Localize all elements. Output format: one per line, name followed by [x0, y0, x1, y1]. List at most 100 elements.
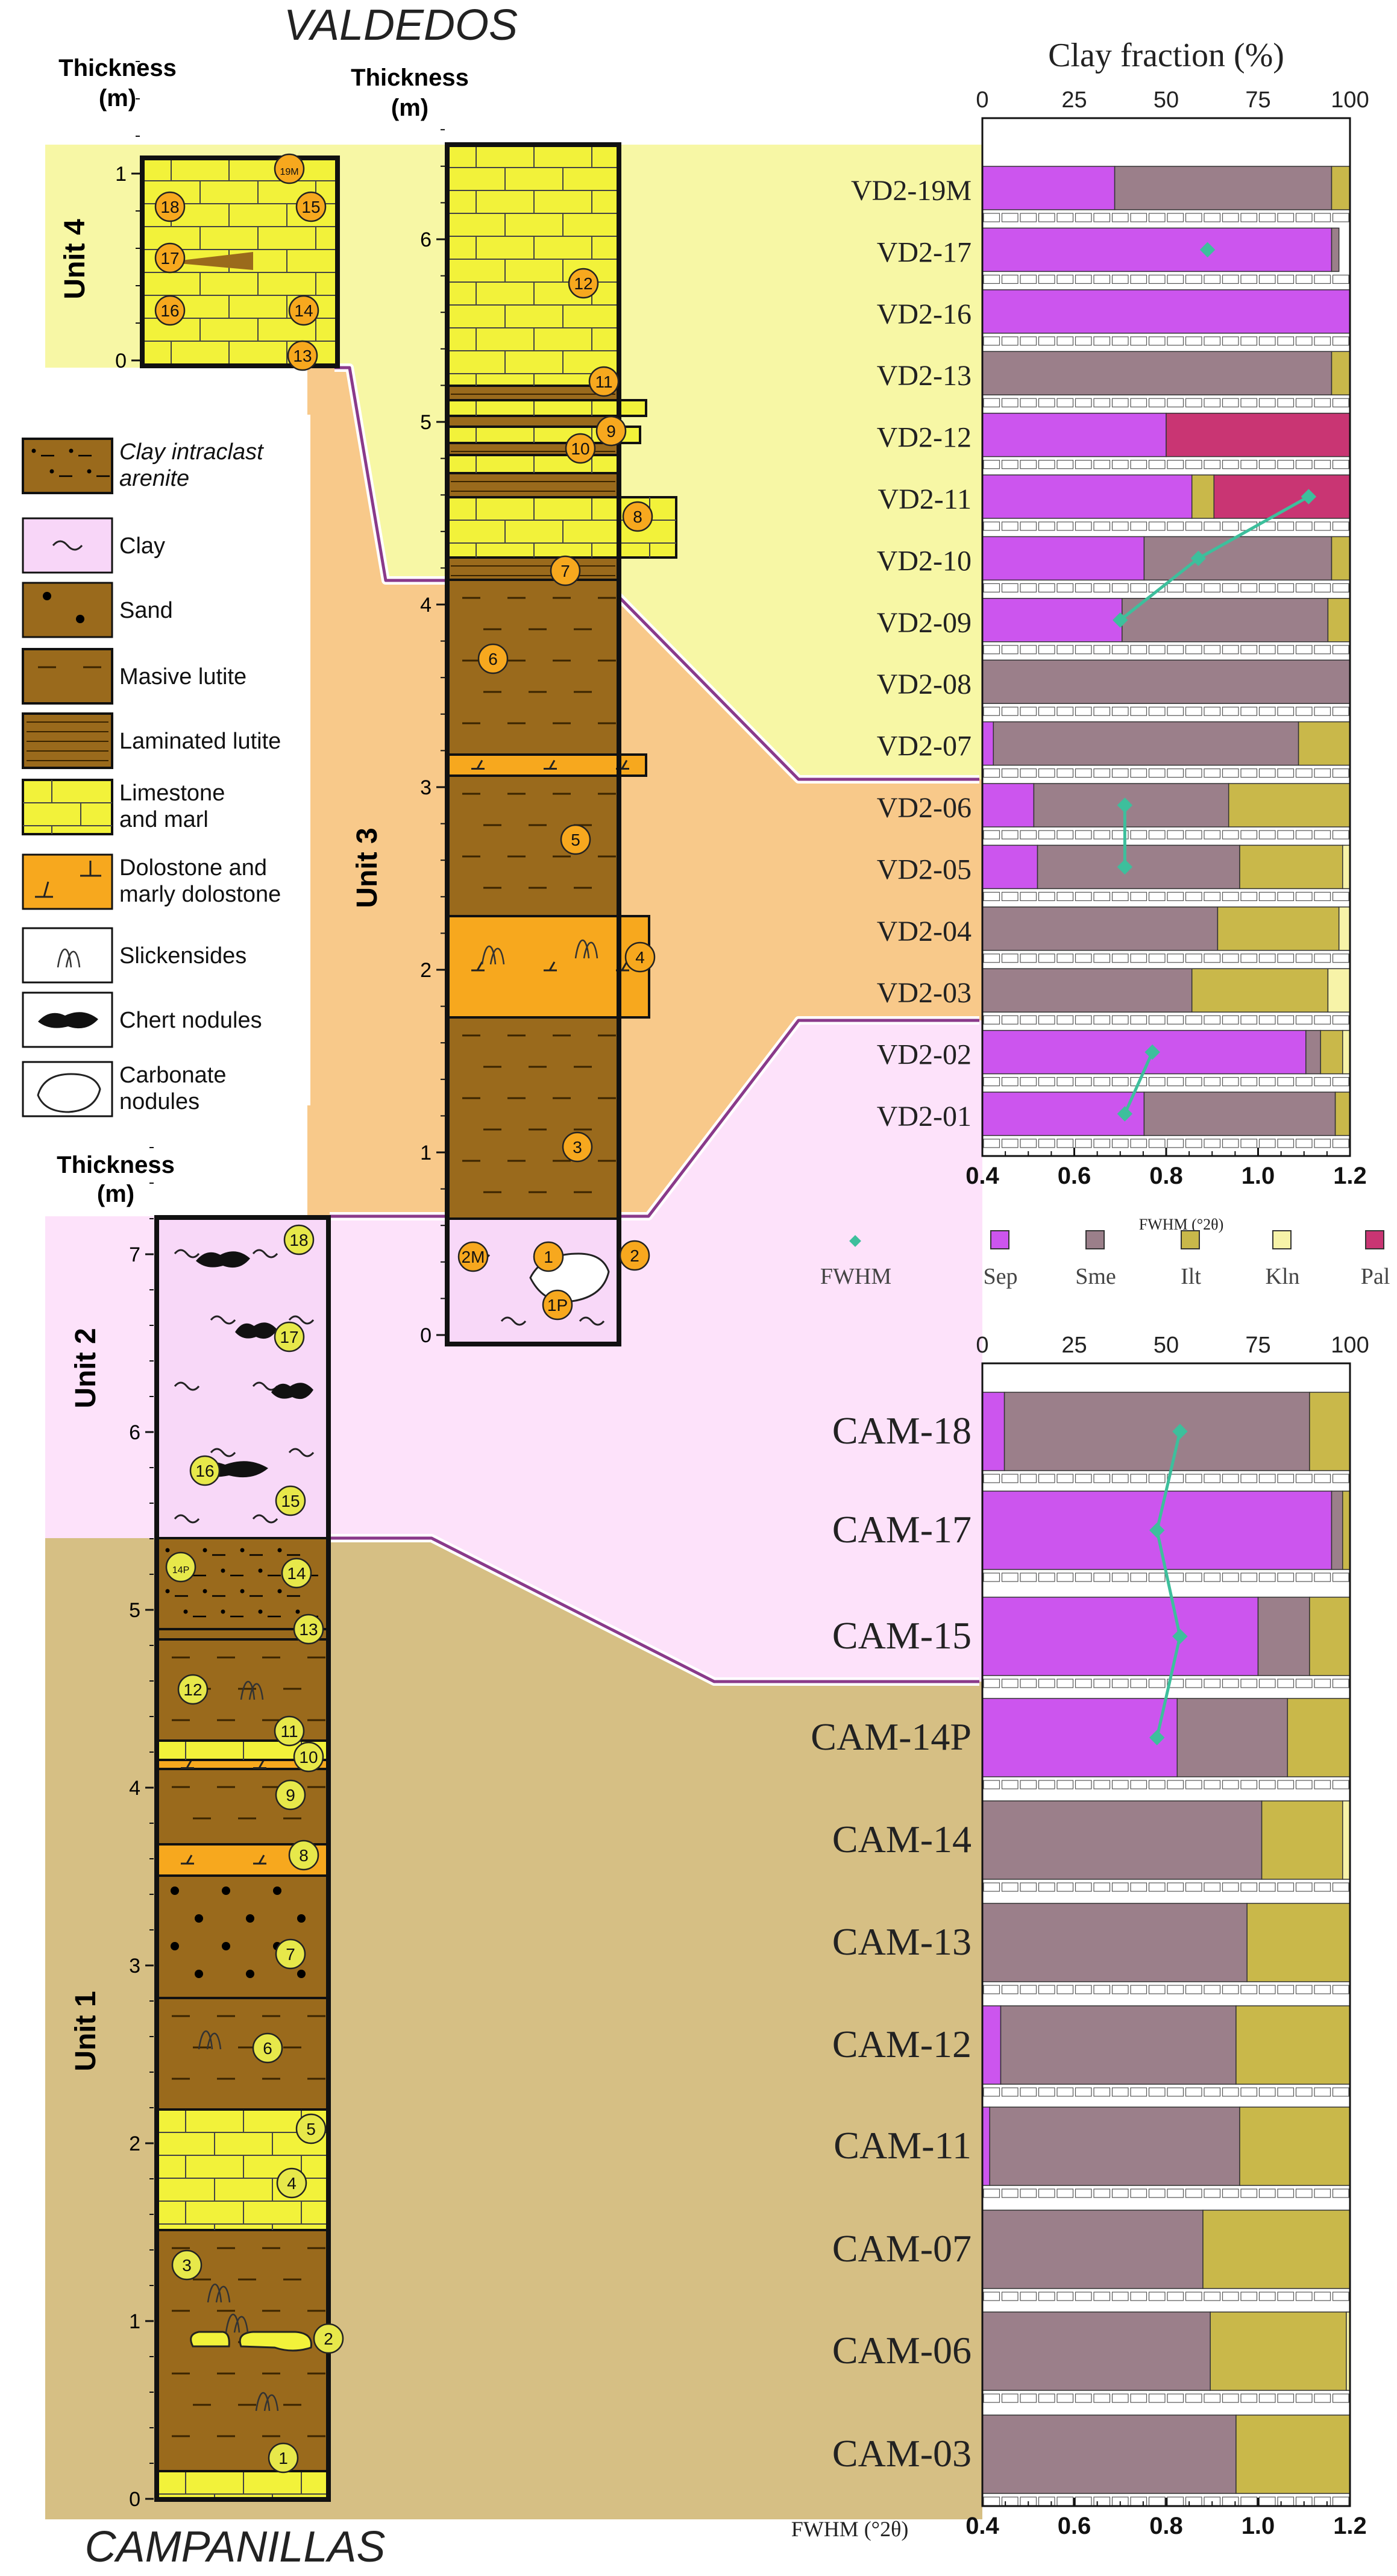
bottom-chart-separator-cell: [1332, 2087, 1349, 2097]
bottom-chart-separator-cell: [1277, 1985, 1295, 1994]
top-chart-separator-cell: [1001, 459, 1019, 470]
camp-sample-7-circle: [275, 1938, 306, 1970]
legend-label-line: Masive lutite: [119, 664, 246, 690]
bottom-chart-separator-cell: [1075, 2087, 1092, 2097]
unit4-sample-16-circle: [154, 295, 186, 326]
top-chart-separator-cell: [1258, 645, 1276, 655]
camp-sample-7-label: 7: [286, 1945, 295, 1964]
top-chart-separator-cell: [1258, 336, 1276, 346]
top-chart-category-label: VD2-12: [877, 422, 972, 454]
camp-arenite-14-dot: [295, 1609, 300, 1614]
camp-sample-10-label: 10: [299, 1748, 318, 1767]
bottom-chart-separator-cell: [1001, 1572, 1019, 1582]
bottom-chart-separator-cell: [1185, 1474, 1202, 1483]
bottom-chart-separator-cell: [1332, 1882, 1349, 1892]
vald-sample-7-label: 7: [560, 562, 570, 580]
unit4-sample-14-label: 14: [294, 301, 313, 320]
bottom-chart-separator-cell: [1167, 1474, 1184, 1483]
top-chart-separator-cell: [1056, 1076, 1074, 1087]
legend-swatch-limestone: [22, 779, 113, 835]
bottom-chart-separator-cell: [1240, 2188, 1258, 2198]
camp-sample-11-label: 11: [280, 1722, 298, 1741]
bottom-chart-separator-cell: [1332, 2188, 1349, 2198]
camp-sand-7-grain: [195, 1970, 203, 1978]
bottom-chart-separator-cell: [1332, 1985, 1349, 1994]
legend-label-clay: Clay: [119, 533, 165, 559]
top-chart-separator-cell: [1258, 706, 1276, 716]
bottom-chart-separator-cell: [1056, 1474, 1074, 1483]
top-chart-separator-cell: [1314, 891, 1331, 902]
vald-sample-9-circle: [595, 415, 627, 447]
unit4-sample-15: 15: [295, 191, 327, 222]
top-chart-separator-cell: [1314, 336, 1331, 346]
camp-sample-4-circle: [276, 2167, 307, 2199]
bottom-chart-separator-cell: [1093, 2188, 1111, 2198]
camp-sample-16-label: 16: [195, 1462, 214, 1480]
top-chart-separator-cell: [1111, 768, 1129, 778]
top-chart-separator-cell: [1185, 459, 1202, 470]
bottom-chart-separator-cell: [1240, 1780, 1258, 1789]
top-chart-separator-cell: [1314, 274, 1331, 284]
bottom-chart-separator-cell: [1222, 2188, 1239, 2198]
camp-lutite-6-fill: [155, 1997, 330, 2111]
bottom-chart-separator-cell: [1038, 2496, 1055, 2506]
top-chart-separator-cell: [1130, 768, 1147, 778]
bottom-chart-separator-cell: [1148, 1985, 1166, 1994]
top-chart-separator-cell: [1148, 953, 1166, 963]
camp-sample-14-circle: [281, 1557, 312, 1589]
bottom-chart-separator-cell: [1056, 2292, 1074, 2301]
bottom-chart-separator-cell: [1148, 2393, 1166, 2403]
bottom-chart-separator-cell: [1185, 1780, 1202, 1789]
camp-sample-1-label: 1: [278, 2449, 288, 2468]
top-chart-separator-cell: [1093, 459, 1111, 470]
bottom-chart-separator-cell: [1148, 1780, 1166, 1789]
top-chart-separator-cell: [1167, 213, 1184, 222]
bottom-chart-separator-cell: [983, 2087, 1000, 2097]
top-chart-separator-cell: [1111, 583, 1129, 593]
camp-clay-unit2-wave: [288, 1315, 315, 1325]
top-chart-bar-Sme-VD2-17: [1331, 227, 1340, 272]
camp-sample-18: 18: [283, 1224, 315, 1255]
top-chart-separator-cell: [1314, 213, 1331, 222]
top-chart-separator-cell: [1038, 213, 1055, 222]
top-chart-separator-cell: [983, 706, 1000, 716]
valdedos-thickness-label: Thickness: [351, 64, 469, 91]
top-chart-separator-cell: [1222, 398, 1239, 407]
top-chart-separator-cell: [1222, 521, 1239, 531]
camp-sample-18-label: 18: [289, 1231, 308, 1249]
top-chart-separator-cell: [1075, 1139, 1092, 1148]
top-chart-separator-cell: [1240, 645, 1258, 655]
bottom-chart-separator-cell: [1332, 2393, 1349, 2403]
top-chart-separator-cell: [1111, 398, 1129, 407]
bottom-chart-separator-cell: [1222, 1474, 1239, 1483]
bottom-chart-separator-cell: [983, 2496, 1000, 2506]
top-chart-separator-cell: [1130, 645, 1147, 655]
bottom-chart-separator-cell: [1258, 1985, 1276, 1994]
mineral-legend-Sep-marker: [990, 1230, 1009, 1249]
vald-sample-3-label: 3: [573, 1138, 582, 1157]
vald-sample-9: 9: [595, 415, 627, 447]
top-chart-separator-cell: [1148, 213, 1166, 222]
top-chart-separator-cell: [1056, 459, 1074, 470]
top-chart-separator-cell: [1204, 706, 1221, 716]
top-chart-category-label: VD2-01: [877, 1101, 972, 1132]
top-chart-bar-Kln-VD2-04: [1338, 906, 1351, 951]
bottom-chart-separator-cell: [1056, 1780, 1074, 1789]
top-chart-separator-cell: [1075, 1076, 1092, 1087]
top-chart-separator-cell: [1020, 213, 1037, 222]
top-chart-separator-cell: [1038, 1015, 1055, 1025]
bottom-chart-category-label: CAM-11: [833, 2124, 972, 2167]
vald-limestone-12-fill: [446, 143, 620, 387]
bottom-chart-xlabel: FWHM (°2θ): [791, 2517, 909, 2541]
bottom-chart-bar-Ilt-CAM-06: [1210, 2311, 1347, 2391]
top-chart-separator-cell: [1277, 336, 1295, 346]
unit4-axis-tick-label: 0: [115, 350, 127, 372]
legend-label-line: Laminated lutite: [119, 729, 281, 754]
top-chart-separator-cell: [1295, 1015, 1313, 1025]
top-chart-separator-cell: [1020, 398, 1037, 407]
bottom-chart-separator-cell: [1130, 2393, 1147, 2403]
vald-dolostone-symbol: [471, 961, 485, 972]
camp-sample-1-circle: [268, 2442, 299, 2474]
top-chart-separator-cell: [1258, 1139, 1276, 1148]
bottom-chart-separator-cell: [1130, 1474, 1147, 1483]
